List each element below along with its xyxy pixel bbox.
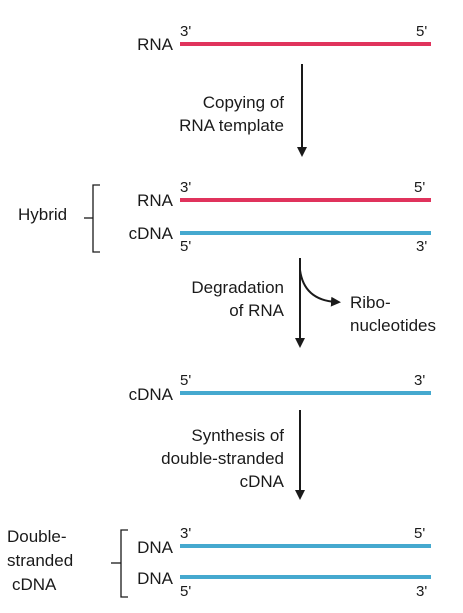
bottom-dna-left-end: 5' — [180, 583, 191, 600]
hybrid-cdna-left-end: 5' — [180, 238, 191, 255]
hybrid-cdna-label: cDNA — [129, 224, 174, 243]
double-stranded-bracket — [120, 529, 128, 598]
single-cdna-label: cDNA — [129, 385, 174, 404]
hybrid-bracket — [92, 184, 100, 253]
hybrid-label: Hybrid — [18, 205, 67, 224]
hybrid-rna-right-end: 5' — [414, 179, 425, 196]
double-stranded-label-line1: Double- — [7, 527, 67, 546]
double-stranded-label-line2: stranded — [7, 551, 73, 570]
top-dna-left-end: 3' — [180, 525, 191, 542]
copying-step-group: Copying of RNA template — [179, 64, 307, 157]
hybrid-rna-left-end: 3' — [180, 179, 191, 196]
hybrid-group: Hybrid RNA 3' 5' cDNA 5' 3' — [18, 179, 431, 255]
synthesis-step-group: Synthesis of double-stranded cDNA — [161, 410, 305, 500]
rna-strand-label: RNA — [137, 35, 174, 54]
bottom-dna-right-end: 3' — [416, 583, 427, 600]
double-stranded-group: Double- stranded cDNA DNA 3' 5' DNA 5' 3… — [7, 525, 431, 600]
single-cdna-right-end: 3' — [414, 372, 425, 389]
synthesis-label-line3: cDNA — [240, 472, 285, 491]
single-cdna-left-end: 5' — [180, 372, 191, 389]
hybrid-cdna-right-end: 3' — [416, 238, 427, 255]
top-dna-label: DNA — [137, 538, 174, 557]
synthesis-label-line2: double-stranded — [161, 449, 284, 468]
rna-template-strand-group: RNA 3' 5' — [137, 23, 431, 54]
ribonucleotide-release-arrow — [299, 269, 341, 307]
copying-label-line1: Copying of — [203, 93, 285, 112]
copying-label-line2: RNA template — [179, 116, 284, 135]
single-cdna-group: cDNA 5' 3' — [129, 372, 431, 404]
bottom-dna-label: DNA — [137, 569, 174, 588]
degradation-step-group: Degradation of RNA Ribo- nucleotides — [191, 258, 436, 348]
double-stranded-label-line3: cDNA — [12, 575, 57, 594]
degradation-label-line1: Degradation — [191, 278, 284, 297]
rna-left-end-label: 3' — [180, 23, 191, 40]
synthesis-label-line1: Synthesis of — [191, 426, 284, 445]
hybrid-rna-label: RNA — [137, 191, 174, 210]
rna-right-end-label: 5' — [416, 23, 427, 40]
ribonucleotides-label-line2: nucleotides — [350, 316, 436, 335]
top-dna-right-end: 5' — [414, 525, 425, 542]
ribonucleotides-label-line1: Ribo- — [350, 293, 391, 312]
degradation-label-line2: of RNA — [229, 301, 284, 320]
